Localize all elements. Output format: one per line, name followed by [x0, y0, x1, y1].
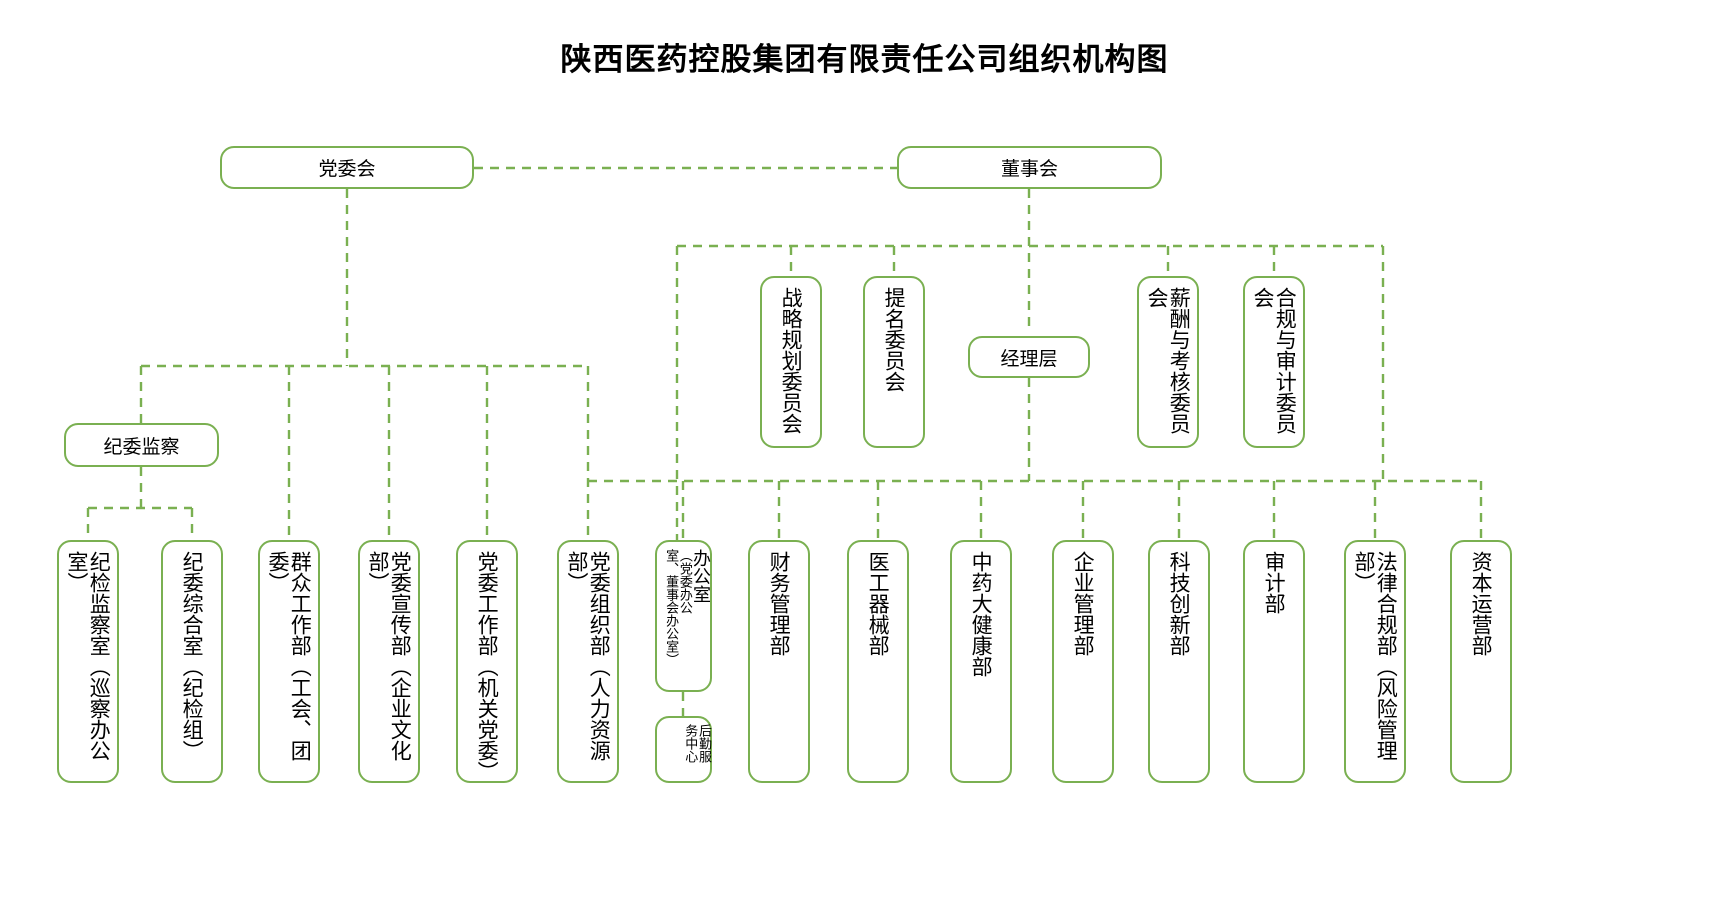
node-label: 纪检监察室（巡察办公室） — [65, 551, 112, 761]
node-dept-enterprise-management[interactable]: 企业管理部 — [1052, 540, 1114, 783]
node-label: 中药大健康部 — [969, 551, 994, 677]
node-dept-logistics-service-center[interactable]: 后勤服 务中心 — [655, 716, 712, 783]
node-label: 企业管理部 — [1071, 551, 1096, 656]
node-label: 纪委监察 — [103, 435, 180, 458]
node-label-2: 务中心 — [682, 724, 698, 763]
node-label: 党委组织部（人力资源部） — [565, 551, 612, 761]
node-party-committee[interactable]: 党委会 — [220, 146, 474, 189]
node-management-layer[interactable]: 经理层 — [968, 336, 1090, 378]
node-dept-propaganda[interactable]: 党委宣传部（企业文化部） — [358, 540, 420, 783]
node-dept-finance-management[interactable]: 财务管理部 — [748, 540, 810, 783]
node-dept-mass-work[interactable]: 群众工作部（工会、团委） — [258, 540, 320, 783]
node-dept-tech-innovation[interactable]: 科技创新部 — [1148, 540, 1210, 783]
page-title: 陕西医药控股集团有限责任公司组织机构图 — [560, 42, 1169, 78]
node-dept-audit[interactable]: 审计部 — [1243, 540, 1305, 783]
node-label: 审计部 — [1262, 551, 1287, 614]
node-nomination-committee[interactable]: 提名委员会 — [863, 276, 925, 448]
node-label: 医工器械部 — [866, 551, 891, 656]
node-label: 纪委综合室（纪检组） — [180, 551, 205, 761]
node-dept-legal-compliance[interactable]: 法律合规部（风险管理部） — [1344, 540, 1406, 783]
node-dept-medical-device[interactable]: 医工器械部 — [847, 540, 909, 783]
node-compliance-audit-committee[interactable]: 合规与审计委员会 — [1243, 276, 1305, 448]
node-dept-capital-operation[interactable]: 资本运营部 — [1450, 540, 1512, 783]
node-dept-party-work[interactable]: 党委工作部（机关党委） — [456, 540, 518, 783]
node-label: 党委宣传部（企业文化部） — [366, 551, 413, 761]
node-label: 经理层 — [1000, 347, 1058, 370]
node-label: 办公室 — [690, 549, 711, 603]
node-label: 提名委员会 — [882, 287, 907, 392]
node-label: 后勤服 — [696, 724, 711, 763]
node-compensation-assessment-committee[interactable]: 薪酬与考核委员会 — [1137, 276, 1199, 448]
node-label: 资本运营部 — [1469, 551, 1494, 656]
node-dept-inspection-office[interactable]: 纪检监察室（巡察办公室） — [57, 540, 119, 783]
node-label-paren-2: 室、董事会办公室） — [663, 549, 679, 666]
node-label: 财务管理部 — [767, 551, 792, 656]
node-label: 群众工作部（工会、团委） — [266, 551, 313, 761]
node-discipline-inspection[interactable]: 纪委监察 — [64, 423, 219, 467]
node-label: 党委工作部（机关党委） — [475, 551, 500, 782]
node-label: 合规与审计委员会 — [1251, 287, 1298, 434]
node-label: 董事会 — [1000, 158, 1058, 180]
node-strategy-planning-committee[interactable]: 战略规划委员会 — [760, 276, 822, 448]
node-label: 薪酬与考核委员会 — [1145, 287, 1192, 434]
node-dept-tcm-health[interactable]: 中药大健康部 — [950, 540, 1012, 783]
node-label: 战略规划委员会 — [779, 287, 804, 434]
node-label: 党委会 — [318, 158, 376, 180]
node-board-of-directors[interactable]: 董事会 — [897, 146, 1162, 189]
node-label: 法律合规部（风险管理部） — [1352, 551, 1399, 761]
node-label-paren: （党委办公 — [676, 549, 692, 614]
node-dept-office[interactable]: 办公室 （党委办公 室、董事会办公室） — [655, 540, 712, 692]
node-dept-organization[interactable]: 党委组织部（人力资源部） — [557, 540, 619, 783]
node-label: 科技创新部 — [1167, 551, 1192, 656]
node-dept-discipline-general-office[interactable]: 纪委综合室（纪检组） — [161, 540, 223, 783]
